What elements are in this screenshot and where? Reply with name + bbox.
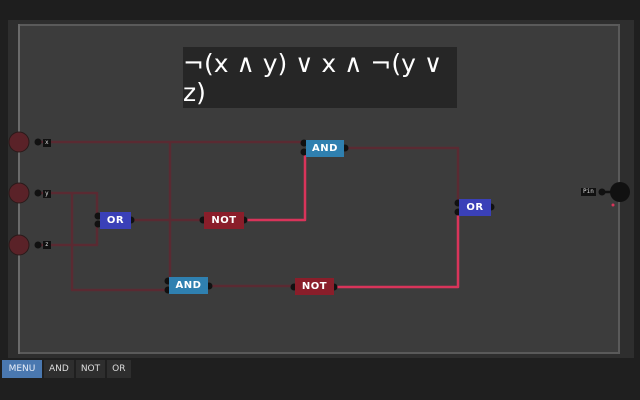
top-bar <box>0 0 640 20</box>
or-gate-1[interactable]: OR <box>100 212 131 229</box>
input-y-label: y <box>43 190 51 198</box>
add-or-button[interactable]: OR <box>107 360 131 378</box>
input-y-node <box>8 182 30 204</box>
add-and-button[interactable]: AND <box>44 360 74 378</box>
input-z-node <box>8 234 30 256</box>
input-nodes <box>8 131 630 256</box>
wire-x-and2 <box>168 142 172 282</box>
wire-y-and2 <box>70 193 168 292</box>
or-gate-2[interactable]: OR <box>459 199 491 216</box>
toolbar: MENU AND NOT OR <box>0 360 640 378</box>
gate-ports <box>94 139 495 294</box>
wire-not2-or2 <box>334 212 460 289</box>
not-gate-2[interactable]: NOT <box>295 278 334 295</box>
not-gate-1[interactable]: NOT <box>204 212 244 229</box>
menu-button[interactable]: MENU <box>2 360 42 378</box>
wire-y-or1 <box>38 191 99 216</box>
and-gate-2[interactable]: AND <box>169 277 208 294</box>
add-not-button[interactable]: NOT <box>75 360 106 378</box>
wire-z-or1 <box>38 223 99 247</box>
input-z-label: z <box>43 241 51 249</box>
input-x-label: x <box>43 139 51 147</box>
output-pin-label: Pin <box>581 188 596 196</box>
output-pin-node <box>610 182 630 202</box>
and-gate-1[interactable]: AND <box>306 140 344 157</box>
input-x-node <box>8 131 30 153</box>
expression-title: ¬(x ∧ y) ∨ x ∧ ¬(y ∨ z) <box>183 47 457 108</box>
wire-not1-and1 <box>244 152 307 222</box>
wire-and1-or2 <box>345 146 460 203</box>
